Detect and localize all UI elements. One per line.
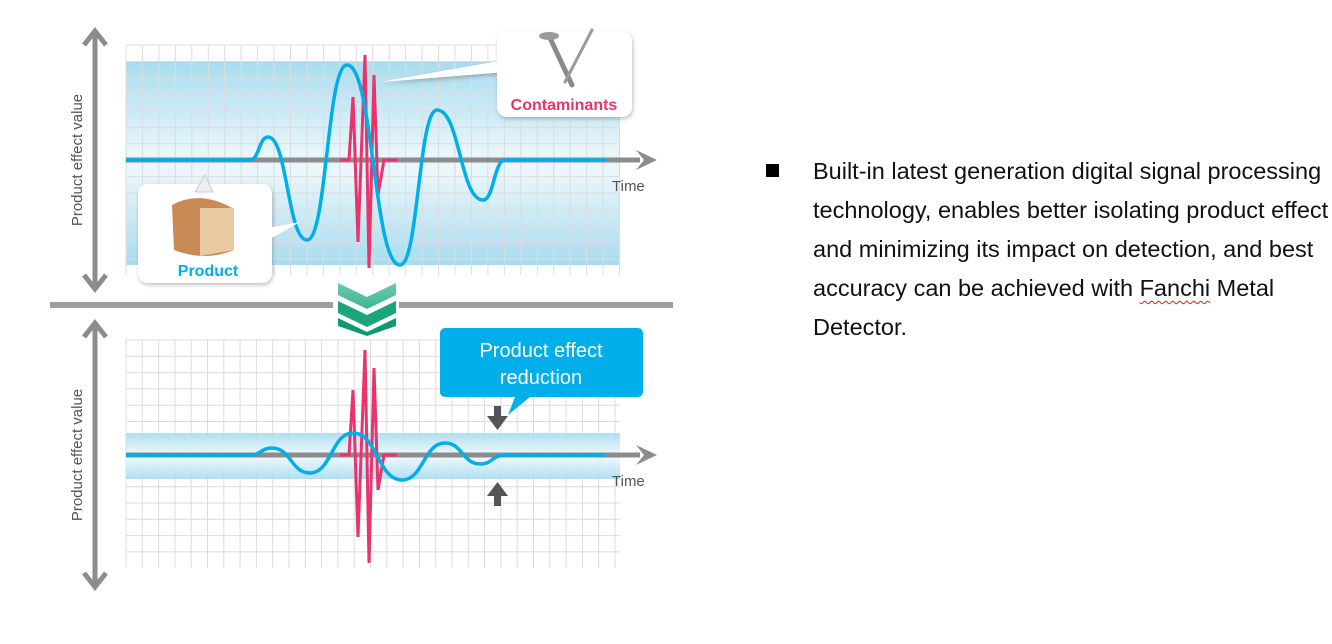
arrow-down-icon — [487, 406, 508, 430]
top-product-signal — [125, 63, 605, 267]
top-y-axis-double-arrow-icon — [82, 26, 108, 294]
arrow-up-icon — [487, 482, 508, 506]
bottom-x-axis-label: Time — [612, 473, 645, 490]
description-text-part1: Built-in latest generation digital signa… — [813, 158, 1329, 301]
bottom-contaminant-signal — [340, 349, 397, 564]
screw-icon — [539, 28, 594, 88]
bread-icon — [172, 173, 234, 256]
reduction-callout: Product effect reduction — [440, 328, 643, 415]
contaminants-callout: Contaminants — [380, 28, 632, 117]
reduction-label-line2: reduction — [500, 367, 582, 389]
bottom-product-signal — [125, 431, 605, 482]
top-contaminant-signal — [340, 54, 397, 269]
description-text-part2: Metal Detector. — [813, 275, 1275, 340]
bottom-time-arrow-icon — [636, 445, 657, 465]
bottom-y-axis-label: Product effect value — [69, 389, 86, 521]
top-y-axis-label: Product effect value — [69, 94, 86, 226]
product-label: Product — [178, 263, 239, 280]
top-x-axis-label: Time — [612, 178, 645, 195]
bullet-square-icon — [766, 164, 779, 177]
bottom-y-axis-double-arrow-icon — [82, 318, 108, 592]
top-time-arrow-icon — [636, 150, 657, 170]
contaminants-label: Contaminants — [511, 97, 618, 114]
brand-name: Fanchi — [1139, 275, 1211, 301]
chevron-down-icon — [333, 278, 399, 338]
product-callout: Product — [138, 173, 300, 283]
reduction-label-line1: Product effect — [479, 340, 602, 362]
description-text: Built-in latest generation digital signa… — [813, 152, 1332, 347]
bottom-chart: Product effect value Time Product effect… — [69, 318, 657, 592]
top-chart: Product effect value Time Contaminants — [69, 26, 657, 294]
